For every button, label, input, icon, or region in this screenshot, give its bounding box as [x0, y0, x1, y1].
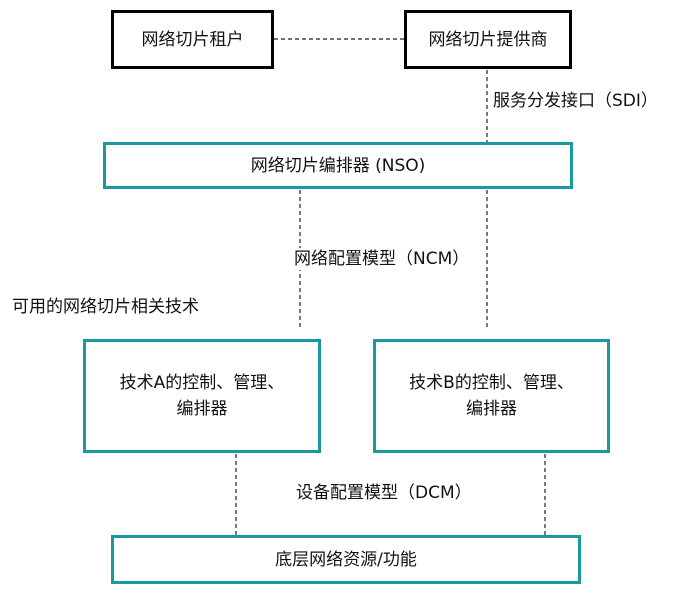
network-slice-provider-label: 网络切片提供商	[428, 29, 548, 50]
technology-b-label-line2: 编排器	[465, 399, 517, 419]
technology-b-label-line1: 技术B的控制、管理、	[409, 373, 574, 393]
technology-a-label-line1: 技术A的控制、管理、	[119, 373, 285, 393]
network-slice-tenant-box: 网络切片租户	[111, 10, 274, 69]
ncm-label: 网络配置模型（NCM）	[292, 248, 472, 270]
technology-a-label-line2: 编排器	[176, 399, 228, 419]
dcm-label: 设备配置模型（DCM）	[294, 482, 474, 504]
sdi-label: 服务分发接口（SDI）	[493, 90, 658, 112]
available-technologies-label: 可用的网络切片相关技术	[12, 296, 199, 318]
technology-b-orchestrator-box: 技术B的控制、管理、 编排器	[373, 339, 610, 453]
network-slice-tenant-label: 网络切片租户	[141, 29, 244, 50]
network-slice-provider-box: 网络切片提供商	[404, 10, 572, 69]
nso-label: 网络切片编排器 (NSO)	[250, 155, 426, 176]
technology-a-orchestrator-box: 技术A的控制、管理、 编排器	[83, 339, 321, 453]
nso-box: 网络切片编排器 (NSO)	[103, 142, 573, 189]
underlying-network-resources-box: 底层网络资源/功能	[111, 535, 581, 584]
underlying-network-resources-label: 底层网络资源/功能	[275, 549, 417, 570]
